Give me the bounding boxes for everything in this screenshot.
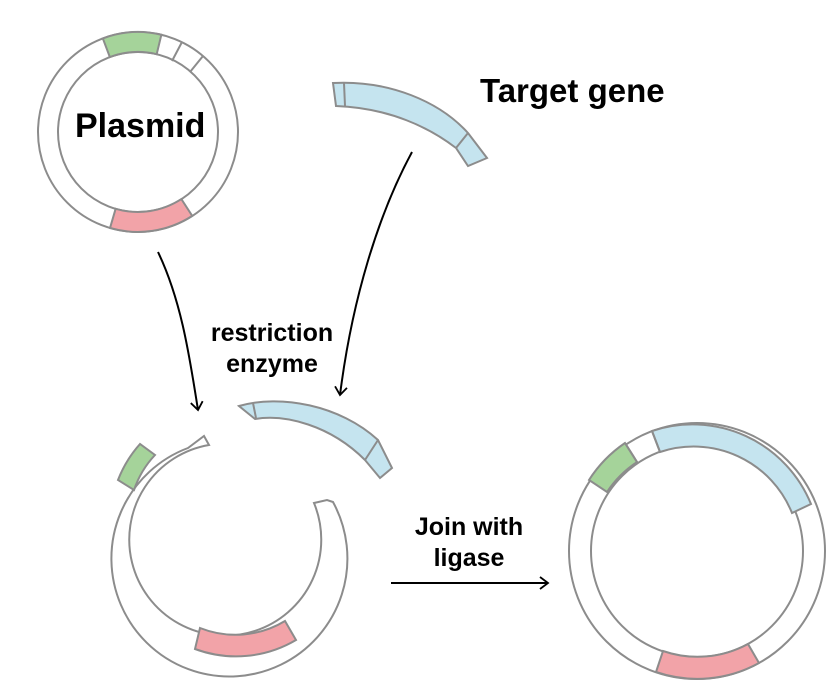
recombinant-junction-marks <box>624 430 661 463</box>
target-gene-label: Target gene <box>480 72 665 109</box>
target-gene-end-marks <box>343 82 469 149</box>
ligase-label-line1: Join with <box>414 513 524 541</box>
arrow-gene-to-cut <box>334 151 413 397</box>
recombinant-blue-gene-segment <box>650 423 813 515</box>
cut-gene-end-marks <box>252 402 379 461</box>
restriction-enzyme-label-line2: enzyme <box>226 350 318 378</box>
recombinant-red-segment <box>654 642 761 680</box>
cut-plasmid-ring <box>110 434 349 678</box>
plasmid-restriction-site-marks <box>171 41 204 73</box>
cut-gene-fragment <box>236 400 394 480</box>
arrow-plasmid-to-cut <box>157 251 204 412</box>
cut-plasmid-red-segment <box>193 619 298 658</box>
restriction-enzyme-label: restriction enzyme <box>200 318 344 380</box>
cut-plasmid-green-segment <box>116 442 157 492</box>
plasmid-ring <box>37 31 239 233</box>
plasmid-label: Plasmid <box>75 107 206 145</box>
ligase-label-line2: ligase <box>433 544 505 572</box>
target-gene-fragment <box>331 81 489 168</box>
restriction-enzyme-label-line1: restriction <box>210 319 334 347</box>
plasmid-red-marker-segment <box>108 197 194 233</box>
ligase-label: Join with ligase <box>395 512 543 574</box>
plasmid-green-marker-segment <box>101 31 163 59</box>
